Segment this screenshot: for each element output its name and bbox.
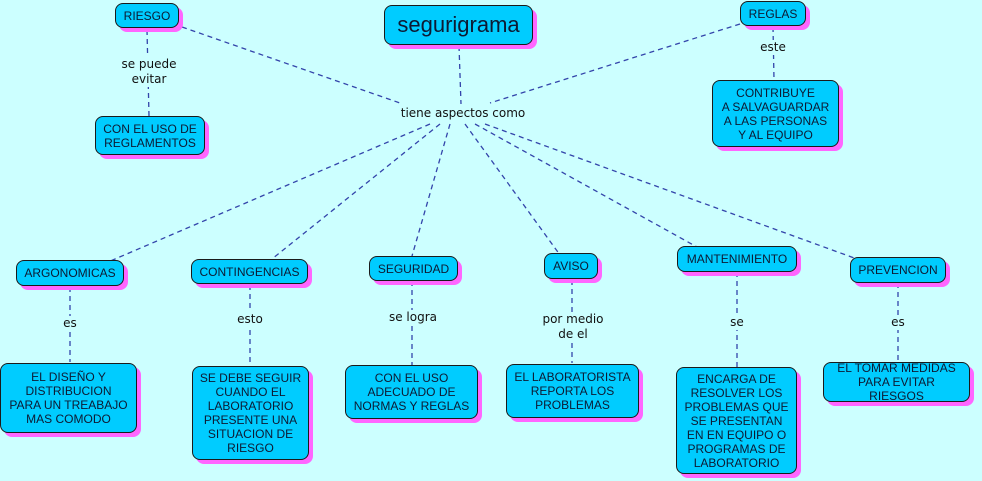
concept-label: ARGONOMICAS [24,266,116,280]
concept-contingencias-child[interactable]: SE DEBE SEGUIR CUANDO EL LABORATORIO PRE… [192,366,309,460]
concept-argonomicas[interactable]: ARGONOMICAS [16,260,124,286]
link-hub-argonomicas [107,123,431,263]
concept-label: CONTRIBUYE A SALVAGUARDAR A LAS PERSONAS… [721,85,830,142]
concept-prevencion-child[interactable]: EL TOMAR MEDIDAS PARA EVITAR RIESGOS [823,361,970,403]
concept-label: ENCARGA DE RESOLVER LOS PROBLEMAS QUE SE… [684,371,789,470]
concept-mantenimiento[interactable]: MANTENIMIENTO [677,246,797,272]
concept-label: EL TOMAR MEDIDAS PARA EVITAR RIESGOS [837,361,956,403]
link-label-aviso: por medio de el [540,312,606,342]
concept-label: SEGURIDAD [377,261,450,276]
concept-seguridad-child[interactable]: CON EL USO ADECUADO DE NORMAS Y REGLAS [345,365,478,419]
link-label-reglas: este [756,40,790,55]
concept-seguridad[interactable]: SEGURIDAD [369,256,458,281]
link-main-hub [458,45,462,105]
concept-aviso-child[interactable]: EL LABORATORISTA REPORTA LOS PROBLEMAS [506,364,639,418]
link-label-argonomicas: es [58,316,82,331]
concept-label: PREVENCION [858,263,938,277]
concept-aviso[interactable]: AVISO [544,253,598,279]
link-label-hub: tiene aspectos como [398,106,528,121]
concept-label: segurigrama [397,12,520,37]
concept-argonomicas-child[interactable]: EL DISEÑO Y DISTRIBUCION PARA UN TREABAJ… [0,363,137,433]
link-label-riesgo: se puede evitar [112,57,186,87]
link-hub-mantenimiento [474,123,698,248]
link-label-prevencion: es [886,315,910,330]
concept-prevencion[interactable]: PREVENCION [850,257,946,283]
concept-segurigrama[interactable]: segurigrama [384,5,533,45]
concept-contingencias[interactable]: CONTINGENCIAS [191,259,308,284]
concept-label: CONTINGENCIAS [199,264,300,279]
link-label-contingencias: esto [233,312,267,327]
concept-riesgo[interactable]: RIESGO [115,3,179,28]
link-reglas-hub [489,23,741,104]
link-hub-contingencias [271,123,441,260]
concept-label: CON EL USO ADECUADO DE NORMAS Y REGLAS [353,371,470,413]
concept-label: AVISO [553,259,589,273]
link-hub-seguridad [411,123,451,257]
link-hub-aviso [464,123,561,256]
concept-riesgo-child[interactable]: CON EL USO DE REGLAMENTOS [95,116,205,155]
concept-label: EL DISEÑO Y DISTRIBUCION PARA UN TREABAJ… [9,370,128,426]
concept-mantenimiento-child[interactable]: ENCARGA DE RESOLVER LOS PROBLEMAS QUE SE… [676,367,797,474]
link-label-seguridad: se logra [385,310,441,325]
concept-label: CON EL USO DE REGLAMENTOS [103,121,197,150]
concept-label: RIESGO [123,8,171,23]
link-hub-prevencion [484,123,858,260]
link-riesgo-hub [181,26,401,104]
concept-label: MANTENIMIENTO [686,252,788,266]
concept-reglas-child[interactable]: CONTRIBUYE A SALVAGUARDAR A LAS PERSONAS… [712,80,839,147]
concept-reglas[interactable]: REGLAS [740,1,806,26]
concept-label: SE DEBE SEGUIR CUANDO EL LABORATORIO PRE… [199,371,302,455]
concept-label: EL LABORATORISTA REPORTA LOS PROBLEMAS [514,370,631,412]
link-label-mantenimiento: se [725,315,749,330]
concept-label: REGLAS [748,6,798,21]
